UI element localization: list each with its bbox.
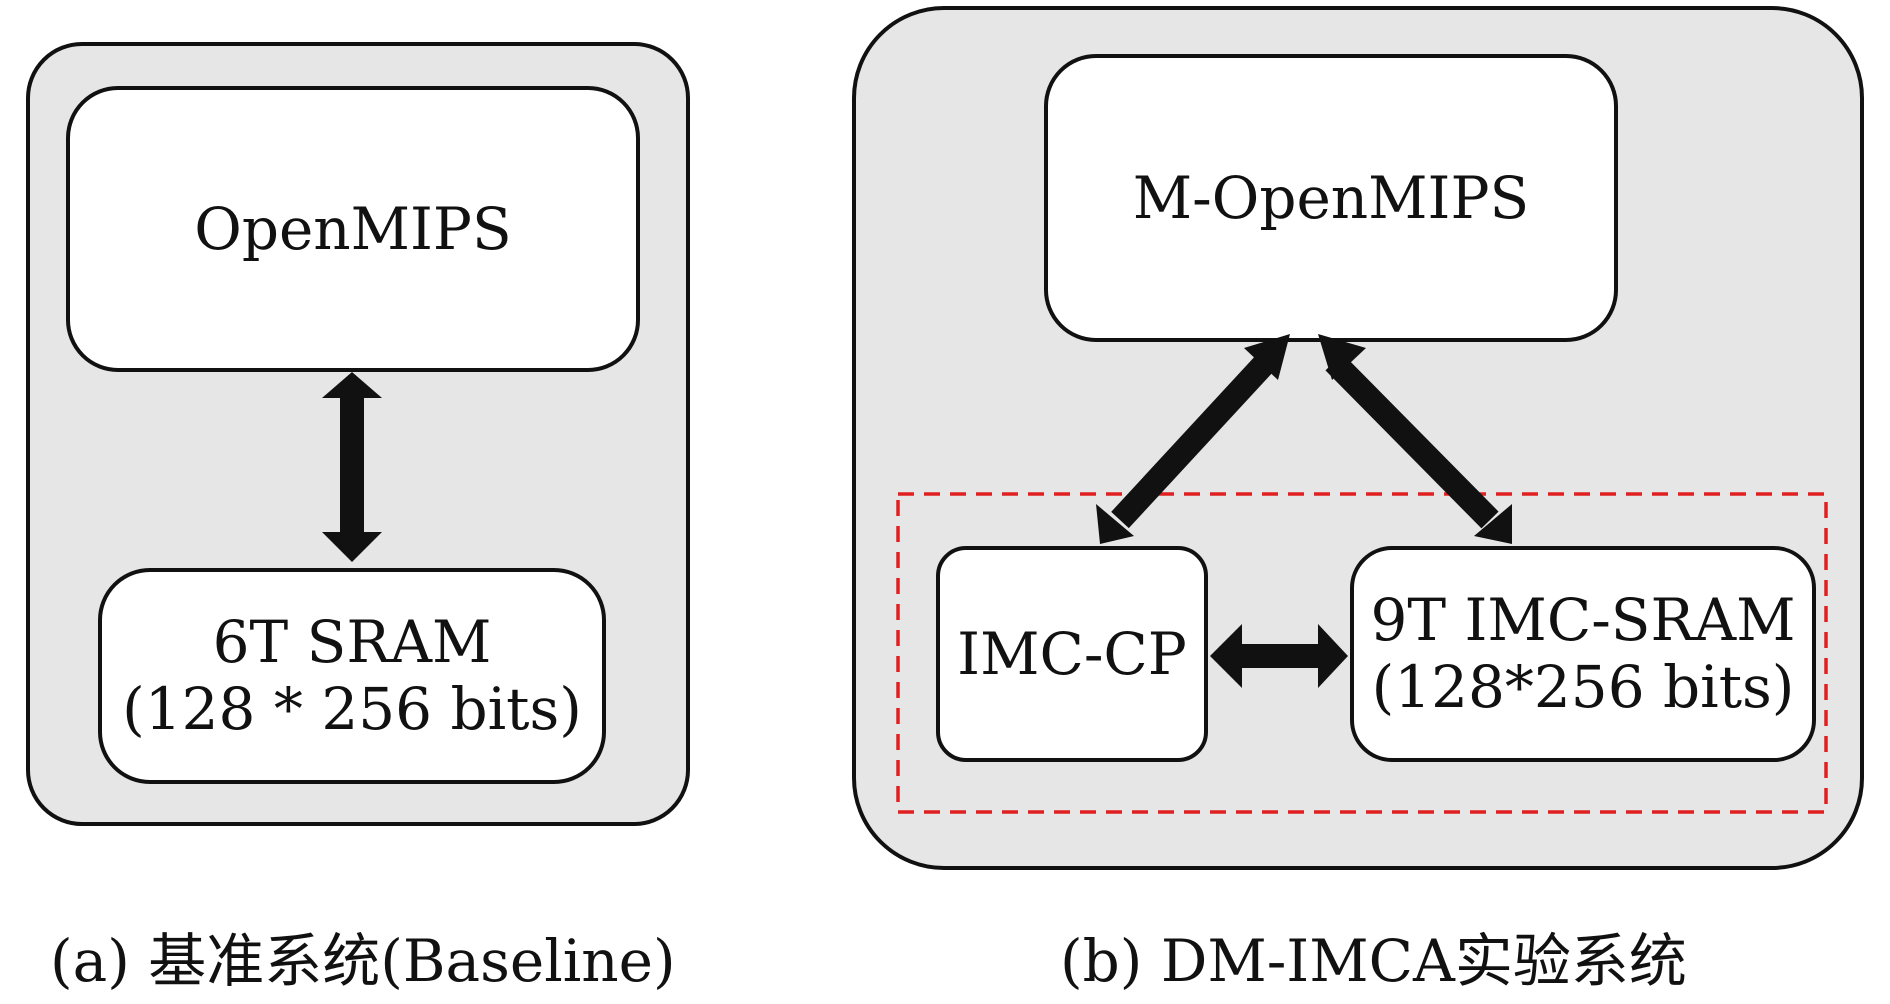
m-openmips-label: M-OpenMIPS <box>1132 163 1530 232</box>
sram-9t-imc-box: 9T IMC-SRAM (128*256 bits) <box>1350 546 1816 762</box>
sram-9t-imc-label-line2: (128*256 bits) <box>1371 653 1795 721</box>
dm-imca-caption: (b) DM-IMCA实验系统 <box>1060 927 1687 995</box>
sram-6t-box: 6T SRAM (128 * 256 bits) <box>98 568 606 784</box>
sram-9t-imc-label-line1: 9T IMC-SRAM <box>1370 586 1796 655</box>
m-openmips-box: M-OpenMIPS <box>1044 54 1618 342</box>
imc-cp-box: IMC-CP <box>936 546 1208 762</box>
sram-6t-label-line1: 6T SRAM <box>212 608 492 677</box>
openmips-box: OpenMIPS <box>66 86 640 372</box>
imc-cp-label: IMC-CP <box>957 619 1187 688</box>
openmips-label: OpenMIPS <box>194 194 512 263</box>
sram-6t-label-line2: (128 * 256 bits) <box>122 675 582 743</box>
baseline-caption: (a) 基准系统(Baseline) <box>50 927 676 995</box>
